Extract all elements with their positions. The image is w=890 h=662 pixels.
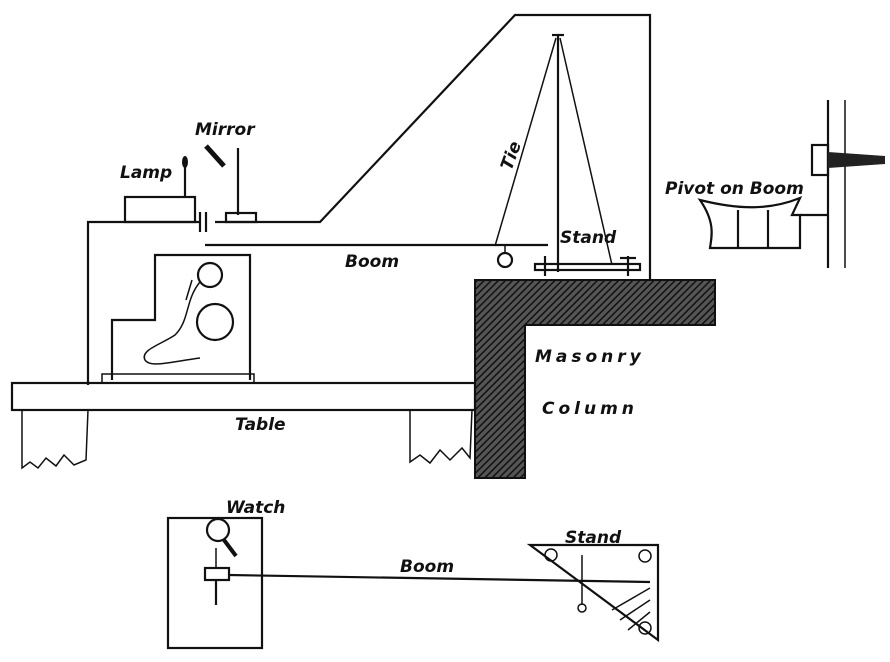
lamp	[123, 156, 197, 224]
plan-view	[166, 516, 660, 650]
table-label: Table	[235, 415, 286, 435]
housing	[86, 13, 652, 385]
masonry-column	[474, 279, 716, 479]
mirror	[198, 144, 258, 232]
mirror-label: Mirror	[195, 120, 256, 140]
masonry-label: Masonry	[535, 347, 645, 367]
boom-assembly	[205, 33, 642, 276]
column-label: Column	[542, 399, 638, 419]
boom-label: Boom	[345, 252, 399, 272]
plan-boom-label: Boom	[400, 557, 454, 577]
pivot-detail	[697, 100, 885, 268]
lamp-label: Lamp	[120, 163, 172, 183]
stand-label: Stand	[560, 228, 617, 248]
pivot-label: Pivot on Boom	[665, 179, 804, 199]
tie-label: Tie	[497, 139, 526, 173]
watch-label: Watch	[226, 498, 285, 518]
recording-drum	[101, 253, 255, 384]
plan-stand-label: Stand	[565, 528, 622, 548]
